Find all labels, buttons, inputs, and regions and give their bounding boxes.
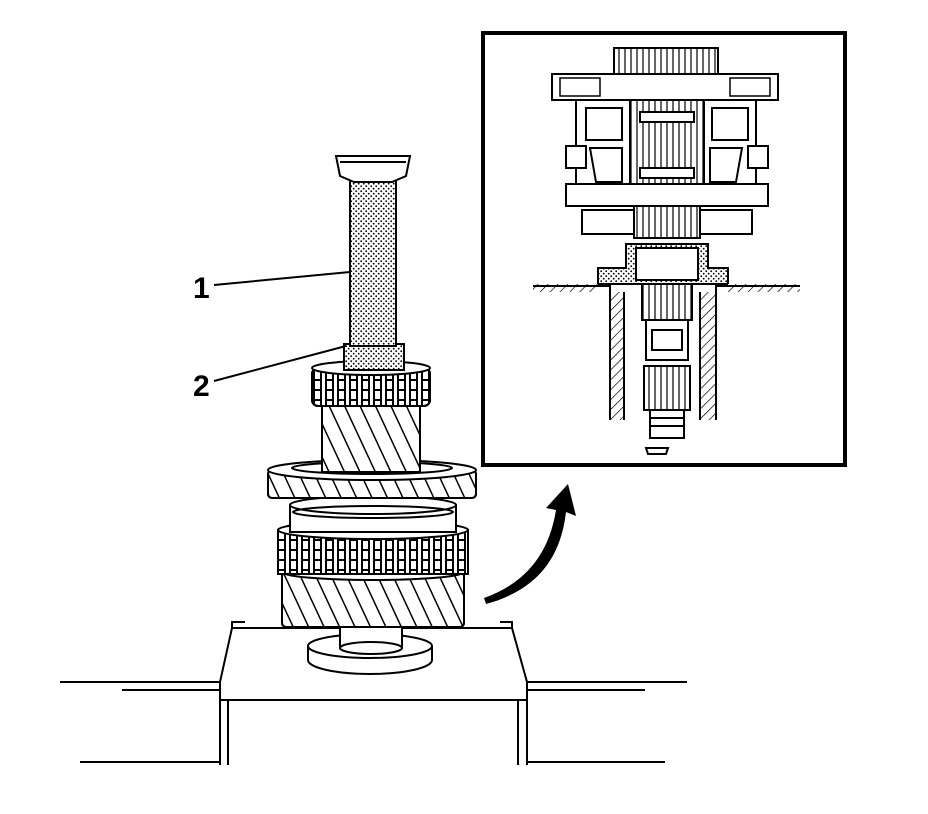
callout-1: 1 (193, 272, 210, 305)
press-tool (334, 155, 412, 347)
gear-assembly (267, 343, 477, 675)
detail-arrow (484, 484, 576, 604)
inset-detail (481, 31, 847, 467)
callout-2: 2 (193, 370, 210, 403)
